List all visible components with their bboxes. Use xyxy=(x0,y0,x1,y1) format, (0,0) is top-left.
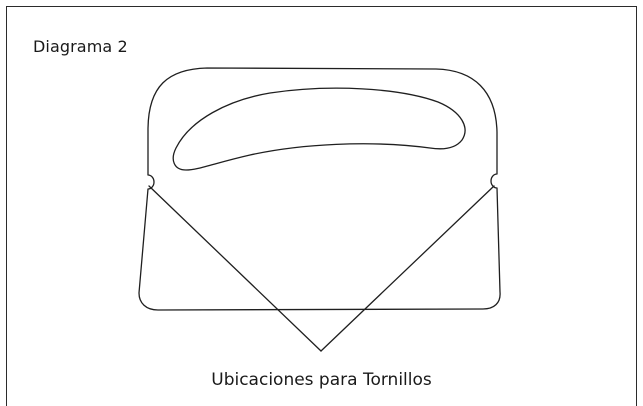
leader-line-left xyxy=(148,185,322,352)
diagram-caption: Ubicaciones para Tornillos xyxy=(211,370,432,390)
diagram-title: Diagrama 2 xyxy=(33,37,128,56)
diagram-frame xyxy=(6,6,637,406)
handle-cutout xyxy=(172,87,466,171)
dispenser-outline xyxy=(138,67,501,311)
leader-line-right xyxy=(320,185,495,352)
